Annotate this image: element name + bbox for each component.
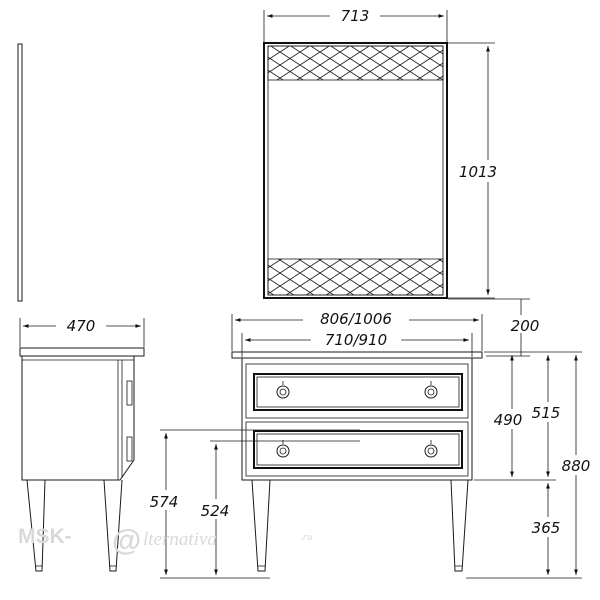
- side-depth-label: 470: [67, 317, 96, 335]
- dim-gap: 200: [448, 298, 545, 357]
- drawer-upper-panel: [253, 373, 463, 411]
- body-width-label: 710/910: [325, 331, 387, 349]
- side-handle-upper: [126, 380, 133, 406]
- total-height-label: 880: [562, 457, 591, 475]
- upper-handle-height-label: 574: [150, 493, 179, 511]
- side-leg-right: [103, 479, 123, 572]
- drawer-upper: [245, 363, 469, 419]
- mirror-height-label: 1013: [459, 163, 497, 181]
- dim-mirror-height: 1013: [448, 42, 503, 299]
- front-leg-right: [450, 479, 469, 572]
- cabinet-top: [231, 351, 483, 359]
- leg-height-label: 365: [532, 519, 561, 537]
- watermark-script: lternativa: [143, 529, 217, 550]
- cabinet-front-view: [231, 351, 483, 572]
- knob-upper-right: [424, 381, 438, 399]
- lower-handle-height-label: 524: [201, 502, 230, 520]
- knob-lower-left: [276, 440, 290, 458]
- drawers-height-label: 490: [494, 411, 523, 429]
- side-handle-lower: [126, 436, 133, 462]
- cabinet-body: [241, 357, 473, 481]
- knob-upper-left: [276, 381, 290, 399]
- gap-label: 200: [511, 317, 540, 335]
- watermark: MSK- @ lternativa .ru: [18, 524, 313, 557]
- mirror-front-view: [263, 42, 448, 299]
- cabinet-height-label: 515: [532, 404, 561, 422]
- mirror-top-ornament: [268, 46, 443, 80]
- watermark-at: @: [112, 524, 141, 557]
- knob-lower-right: [424, 440, 438, 458]
- top-width-label: 806/1006: [320, 310, 392, 328]
- drawer-lower-panel: [253, 430, 463, 469]
- dim-heights-right: 490 515 880 365: [466, 351, 596, 579]
- dim-top-width: 806/1006: [231, 309, 483, 351]
- mirror-bottom-ornament: [268, 259, 443, 295]
- front-leg-left: [251, 479, 271, 572]
- dim-side-depth: 470: [19, 316, 145, 347]
- mirror-width-label: 713: [341, 7, 370, 25]
- watermark-brand: MSK-: [18, 525, 72, 548]
- side-leg-left: [26, 479, 46, 572]
- dim-handle-heights: 574 524: [144, 429, 360, 579]
- cabinet-side-view: [19, 347, 145, 572]
- mirror-side-view: [17, 43, 23, 302]
- drawer-lower: [245, 421, 469, 477]
- dim-body-width: 710/910: [241, 330, 473, 357]
- dim-mirror-width: 713: [263, 5, 448, 42]
- watermark-domain: .ru: [300, 531, 313, 543]
